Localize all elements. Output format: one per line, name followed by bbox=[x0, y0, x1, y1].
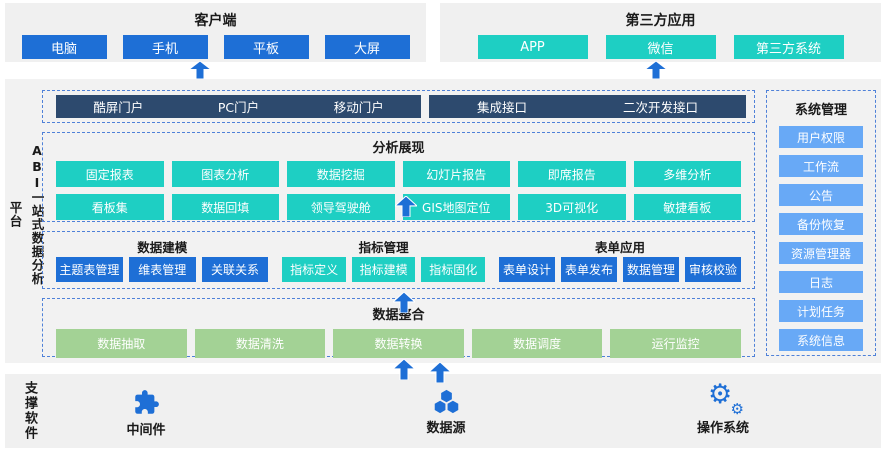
group-metrics-title: 指标管理 bbox=[358, 240, 409, 255]
interface-bar: 集成接口 二次开发接口 bbox=[429, 95, 746, 118]
group-data-modeling-title: 数据建模 bbox=[137, 240, 188, 255]
system-section-title: 系统管理 bbox=[794, 103, 847, 118]
group-data-modeling: 数据建模 主题表管理 维表管理 关联关系 bbox=[56, 237, 269, 282]
platform-label-main: ABI一站式数据分析 bbox=[29, 142, 45, 286]
modeling-item-dim-table: 维表管理 bbox=[128, 257, 196, 282]
client-item-phone: 手机 bbox=[122, 35, 208, 59]
forms-item-audit: 审核校验 bbox=[684, 257, 741, 282]
arrow-up-icon bbox=[645, 61, 667, 79]
integration-section-title: 数据整合 bbox=[372, 308, 425, 323]
analysis-item-multidim: 多维分析 bbox=[633, 161, 741, 187]
system-item-log: 日志 bbox=[779, 271, 863, 293]
third-party-item-app: APP bbox=[477, 35, 588, 59]
system-item-announcement: 公告 bbox=[779, 184, 863, 206]
analysis-row-2: 看板集 数据回填 领导驾驶舱 GIS地图定位 3D可视化 敏捷看板 bbox=[56, 194, 741, 220]
support-item-middleware-label: 中间件 bbox=[126, 423, 166, 438]
portal-item-pc: PC门户 bbox=[217, 100, 260, 115]
portal-bar: 酷屏门户 PC门户 移动门户 bbox=[56, 95, 421, 118]
modeling-section: 数据建模 主题表管理 维表管理 关联关系 指标管理 指标定义 指标建模 指标固化 bbox=[42, 231, 755, 289]
metrics-item-define: 指标定义 bbox=[282, 257, 346, 282]
interface-item-integration: 集成接口 bbox=[476, 100, 527, 115]
integration-item-extract: 数据抽取 bbox=[56, 329, 187, 358]
metrics-item-model: 指标建模 bbox=[351, 257, 416, 282]
analysis-item-slide-report: 幻灯片报告 bbox=[402, 161, 510, 187]
support-item-os-label: 操作系统 bbox=[696, 421, 749, 436]
platform-vertical-label: 平台 ABI一站式数据分析 bbox=[7, 129, 45, 299]
group-metrics: 指标管理 指标定义 指标建模 指标固化 bbox=[282, 237, 485, 282]
analysis-item-agile-board: 敏捷看板 bbox=[633, 194, 741, 220]
third-party-item-wechat: 微信 bbox=[605, 35, 716, 59]
support-item-middleware: 中间件 bbox=[101, 386, 191, 438]
analysis-item-data-mining: 数据挖掘 bbox=[287, 161, 395, 187]
analysis-item-gis-map: GIS地图定位 bbox=[402, 194, 510, 220]
system-item-backup: 备份恢复 bbox=[779, 213, 863, 235]
support-item-datasource-label: 数据源 bbox=[426, 421, 466, 436]
arrow-up-icon bbox=[393, 292, 415, 313]
support-item-datasource: 数据源 bbox=[401, 384, 491, 436]
analysis-item-cockpit: 领导驾驶舱 bbox=[287, 194, 395, 220]
system-section: 系统管理 用户权限 工作流 公告 备份恢复 资源管理器 日志 计划任务 系统信息 bbox=[766, 90, 876, 356]
system-item-system-info: 系统信息 bbox=[779, 329, 863, 351]
portal-item-coolscreen: 酷屏门户 bbox=[93, 100, 144, 115]
third-party-panel: 第三方应用 APP 微信 第三方系统 bbox=[440, 3, 881, 62]
group-forms-row: 表单设计 表单发布 数据管理 审核校验 bbox=[498, 257, 741, 282]
group-forms: 表单应用 表单设计 表单发布 数据管理 审核校验 bbox=[498, 237, 741, 282]
portal-item-mobile: 移动门户 bbox=[333, 100, 384, 115]
integration-item-transform: 数据转换 bbox=[333, 329, 464, 358]
system-item-resource-manager: 资源管理器 bbox=[779, 242, 863, 264]
system-item-scheduled-task: 计划任务 bbox=[779, 300, 863, 322]
analysis-section-title: 分析展现 bbox=[372, 141, 425, 156]
arrow-up-icon bbox=[429, 362, 451, 383]
system-item-user-rights: 用户权限 bbox=[779, 126, 863, 148]
system-item-workflow: 工作流 bbox=[779, 155, 863, 177]
support-item-os: ⚙⚙ 操作系统 bbox=[678, 379, 768, 437]
platform-label-sub: 平台 bbox=[7, 200, 23, 228]
analysis-item-chart-analysis: 图表分析 bbox=[171, 161, 279, 187]
integration-row: 数据抽取 数据清洗 数据转换 数据调度 运行监控 bbox=[56, 329, 741, 358]
support-vertical-label: 支撑软件 bbox=[20, 379, 39, 443]
integration-item-clean: 数据清洗 bbox=[194, 329, 326, 358]
analysis-item-3d-visual: 3D可视化 bbox=[518, 194, 626, 220]
group-data-modeling-row: 主题表管理 维表管理 关联关系 bbox=[56, 257, 269, 282]
third-party-item-system: 第三方系统 bbox=[733, 35, 844, 59]
modeling-item-relation: 关联关系 bbox=[201, 257, 269, 282]
support-label: 支撑软件 bbox=[22, 381, 37, 441]
modeling-item-subject-table: 主题表管理 bbox=[56, 257, 123, 282]
analysis-section: 分析展现 固定报表 图表分析 数据挖掘 幻灯片报告 即席报告 多维分析 看板集 … bbox=[42, 132, 755, 222]
modeling-groups: 数据建模 主题表管理 维表管理 关联关系 指标管理 指标定义 指标建模 指标固化 bbox=[56, 237, 741, 282]
analysis-item-data-backfill: 数据回填 bbox=[171, 194, 279, 220]
client-item-pc: 电脑 bbox=[21, 35, 107, 59]
system-column: 用户权限 工作流 公告 备份恢复 资源管理器 日志 计划任务 系统信息 bbox=[767, 126, 875, 351]
integration-section: 数据整合 数据抽取 数据清洗 数据转换 数据调度 运行监控 bbox=[42, 298, 755, 358]
forms-item-publish: 表单发布 bbox=[560, 257, 617, 282]
group-metrics-row: 指标定义 指标建模 指标固化 bbox=[282, 257, 485, 282]
hexagon-cluster-icon bbox=[401, 384, 491, 414]
integration-item-schedule: 数据调度 bbox=[471, 329, 603, 358]
client-button-row: 电脑 手机 平板 大屏 bbox=[5, 35, 426, 59]
arrow-up-icon bbox=[189, 61, 211, 79]
group-forms-title: 表单应用 bbox=[594, 240, 645, 255]
gears-icon: ⚙⚙ bbox=[708, 379, 744, 418]
client-item-tablet: 平板 bbox=[223, 35, 309, 59]
integration-item-monitor: 运行监控 bbox=[610, 329, 741, 358]
portal-section: 酷屏门户 PC门户 移动门户 集成接口 二次开发接口 bbox=[42, 90, 755, 123]
metrics-item-solidify: 指标固化 bbox=[421, 257, 485, 282]
third-party-panel-title: 第三方应用 bbox=[625, 13, 696, 29]
client-panel-title: 客户端 bbox=[194, 13, 237, 29]
client-item-bigscreen: 大屏 bbox=[324, 35, 410, 59]
puzzle-icon bbox=[101, 386, 191, 416]
arrow-up-icon bbox=[393, 359, 415, 380]
analysis-item-adhoc-report: 即席报告 bbox=[518, 161, 626, 187]
client-panel: 客户端 电脑 手机 平板 大屏 bbox=[5, 3, 426, 62]
interface-item-secondary-dev: 二次开发接口 bbox=[622, 100, 698, 115]
forms-item-data-manage: 数据管理 bbox=[622, 257, 679, 282]
arrow-up-icon bbox=[395, 196, 417, 217]
platform-panel: 平台 ABI一站式数据分析 酷屏门户 PC门户 移动门户 集成接口 二次开发接口… bbox=[5, 79, 881, 380]
analysis-item-dashboard-set: 看板集 bbox=[56, 194, 164, 220]
support-panel: 支撑软件 中间件 数据源 ⚙⚙ 操作系统 bbox=[5, 374, 881, 448]
analysis-row-1: 固定报表 图表分析 数据挖掘 幻灯片报告 即席报告 多维分析 bbox=[56, 161, 741, 187]
third-party-button-row: APP 微信 第三方系统 bbox=[440, 35, 881, 59]
analysis-item-fixed-report: 固定报表 bbox=[56, 161, 164, 187]
forms-item-design: 表单设计 bbox=[498, 257, 555, 282]
